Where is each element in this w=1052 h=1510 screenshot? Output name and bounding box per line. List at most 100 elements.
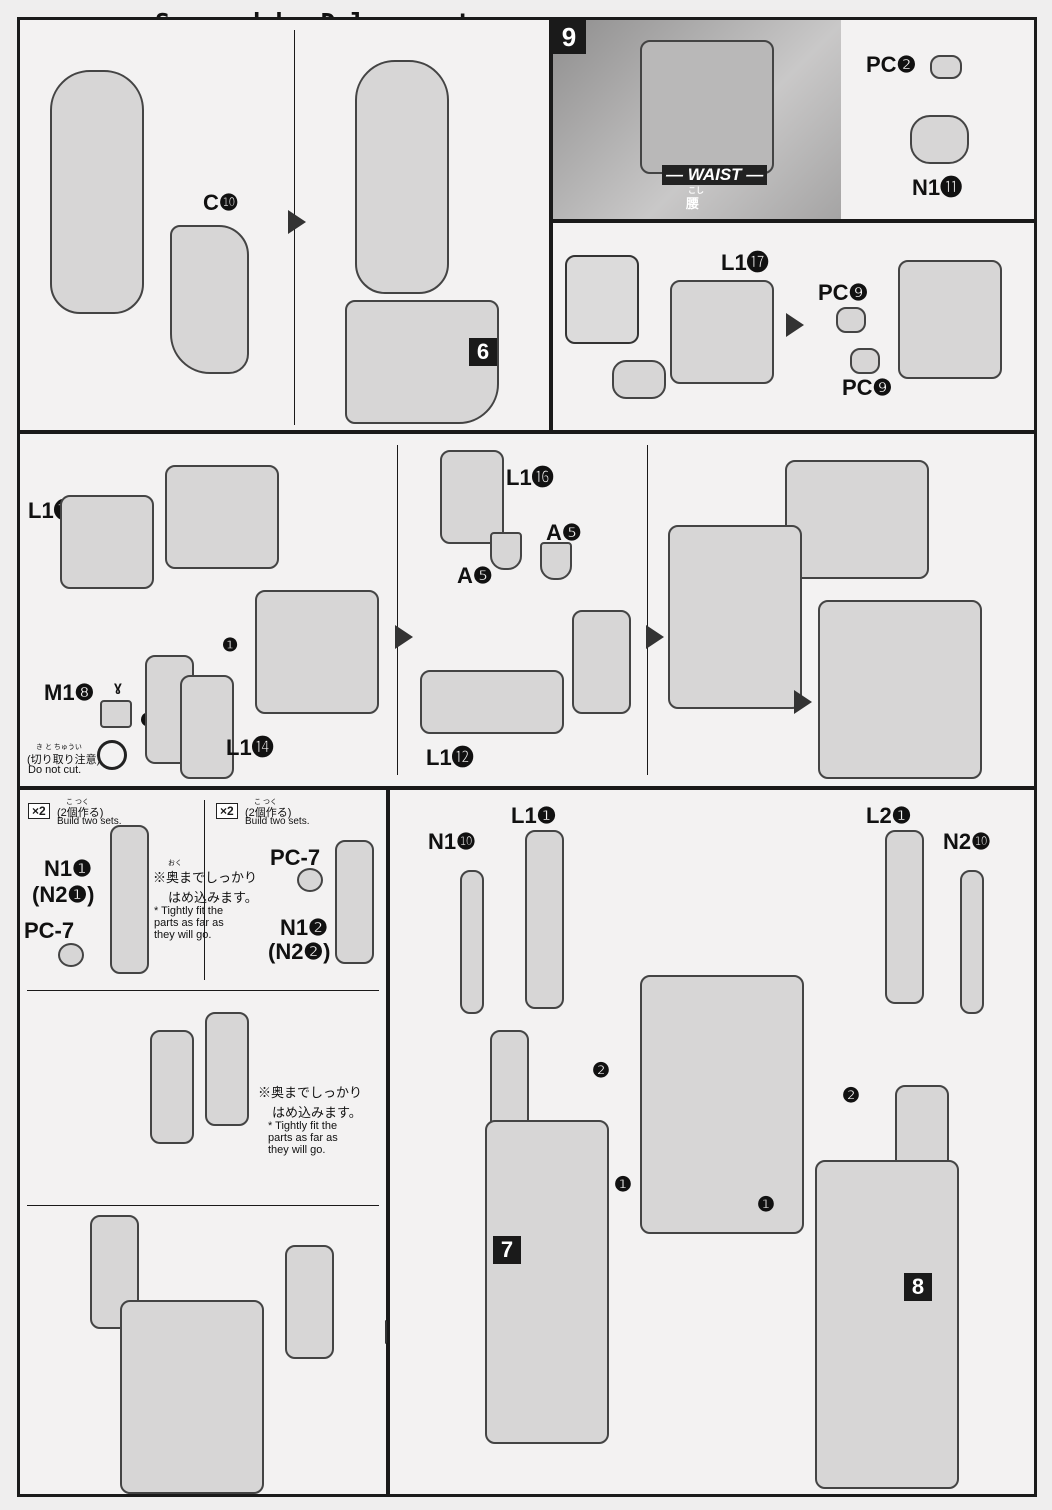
build-en-b: Build two sets. xyxy=(245,816,310,827)
label-pc7-b: PC-7 xyxy=(270,845,321,870)
step-number-9: 9 xyxy=(552,20,586,54)
step-number-8: 8 xyxy=(904,1273,932,1301)
part-arm-right xyxy=(285,1245,334,1359)
tight-en: * Tightly fit the parts as far as they w… xyxy=(154,905,224,941)
part-thruster-block xyxy=(572,610,631,714)
part-upper-leg-left xyxy=(50,70,144,314)
part-l2-1 xyxy=(885,830,924,1004)
step-marker-2a: ❷ xyxy=(592,1060,610,1082)
part-upper-leg-right xyxy=(355,60,449,294)
label-l1-16: L1⓰ xyxy=(506,465,554,490)
part-n1-pair-a xyxy=(150,1030,194,1144)
detail-callout xyxy=(565,255,639,344)
part-waist-before xyxy=(668,525,802,709)
panel-divider xyxy=(204,800,205,980)
label-pc7-a: PC-7 xyxy=(24,918,75,943)
label-n1-10: N1❿ xyxy=(428,829,476,854)
label-l1-14: L1⓮ xyxy=(226,735,274,760)
waist-jp: 腰 xyxy=(686,196,700,211)
part-l1-1 xyxy=(525,830,564,1009)
part-waist-center xyxy=(640,975,804,1234)
step-marker-1: ❶ xyxy=(222,635,239,655)
build-jp-b: (2個作る) xyxy=(245,807,292,819)
next-arrow xyxy=(395,625,413,649)
part-l1-12 xyxy=(420,670,564,734)
tight-jp-1: ※奥までしっかり xyxy=(153,870,258,885)
part-a5-thruster-a xyxy=(490,532,522,570)
do-not-cut-jp: (切り取り注意) xyxy=(27,754,101,766)
step-number-7: 7 xyxy=(493,1236,521,1264)
build-reading-a: こ つく xyxy=(66,799,89,806)
part-thruster-assembly xyxy=(785,460,929,579)
part-pc9-a xyxy=(836,307,866,333)
label-pc9-top: PC❾ xyxy=(818,280,869,305)
next-arrow xyxy=(786,313,804,337)
label-m1-8: M1❽ xyxy=(44,680,95,705)
waist-photo-model xyxy=(640,40,774,174)
label-n1-1: N1❶ xyxy=(44,856,92,881)
label-l1-17: L1⓱ xyxy=(721,250,769,275)
label-l1-12: L1⓬ xyxy=(426,745,474,770)
part-waist-after xyxy=(818,600,982,779)
label-a5-top: A❺ xyxy=(546,520,582,545)
label-pc2: PC❷ xyxy=(866,52,917,77)
part-n2-10 xyxy=(960,870,984,1014)
label-n2-10: N2❿ xyxy=(943,829,991,854)
panel-divider xyxy=(27,1205,379,1206)
part-l1-16 xyxy=(440,450,504,544)
tight-jp-2: はめ込みます。 xyxy=(168,890,258,905)
tight-jp-4: はめ込みます。 xyxy=(272,1105,362,1120)
label-a5-bottom: A❺ xyxy=(457,563,493,588)
part-pc7-a xyxy=(58,943,84,967)
label-l1-1: L1❶ xyxy=(511,803,557,828)
part-m1-8 xyxy=(100,700,132,728)
build-reading-b: こ つく xyxy=(254,799,277,806)
part-pc7-b xyxy=(297,868,323,892)
tight-en-2: * Tightly fit the parts as far as they w… xyxy=(268,1120,338,1156)
m1-8-mark: ɣ xyxy=(114,678,122,694)
tight-jp-3: ※奥までしっかり xyxy=(258,1085,363,1100)
waist-title: — WAIST — xyxy=(662,165,768,185)
part-skirt-right xyxy=(180,675,234,779)
label-n2-1: (N2❶) xyxy=(32,882,95,907)
label-pc9-bottom: PC❾ xyxy=(842,375,893,400)
part-l1-15 xyxy=(60,495,154,589)
step-marker-2b: ❷ xyxy=(842,1085,860,1107)
part-waist-core-assembled xyxy=(898,260,1002,379)
part-n1-1 xyxy=(110,825,149,974)
next-arrow xyxy=(288,210,306,234)
x2-badge-b: ×2 xyxy=(216,803,238,819)
panel-divider xyxy=(27,990,379,991)
part-n1-pair-b xyxy=(205,1012,249,1126)
step-marker-1a: ❶ xyxy=(614,1174,632,1196)
part-c10-armor xyxy=(170,225,249,374)
build-en-a: Build two sets. xyxy=(57,816,122,827)
part-n1-10 xyxy=(460,870,484,1014)
part-pc2 xyxy=(930,55,962,79)
tight-reading: おく xyxy=(168,860,182,867)
part-a5-thruster-b xyxy=(540,542,572,580)
next-arrow xyxy=(794,690,812,714)
panel-divider xyxy=(647,445,648,775)
part-waist-core-combined xyxy=(255,590,379,714)
part-leg-7 xyxy=(485,1120,609,1444)
step-number-6: 6 xyxy=(469,338,497,366)
label-c10: C❿ xyxy=(203,190,239,215)
label-n2-2: (N2❷) xyxy=(268,939,331,964)
do-not-cut-reading: き と ちゅうい xyxy=(36,744,82,751)
panel-divider xyxy=(397,445,398,775)
label-n1-11: N1⓫ xyxy=(912,175,963,200)
build-jp-a: (2個作る) xyxy=(57,807,104,819)
do-not-cut-en: Do not cut. xyxy=(28,764,82,776)
part-waist-with-arms xyxy=(120,1300,264,1494)
part-n1-2 xyxy=(335,840,374,964)
waist-reading: こし xyxy=(688,186,704,195)
part-pc9-b xyxy=(850,348,880,374)
next-arrow xyxy=(646,625,664,649)
part-leg-8 xyxy=(815,1160,959,1489)
part-n1-11 xyxy=(910,115,969,164)
step-marker-1b: ❶ xyxy=(757,1194,775,1216)
part-waist-joint-small xyxy=(612,360,666,399)
label-l2-1: L2❶ xyxy=(866,803,912,828)
part-l1-17 xyxy=(670,280,774,384)
